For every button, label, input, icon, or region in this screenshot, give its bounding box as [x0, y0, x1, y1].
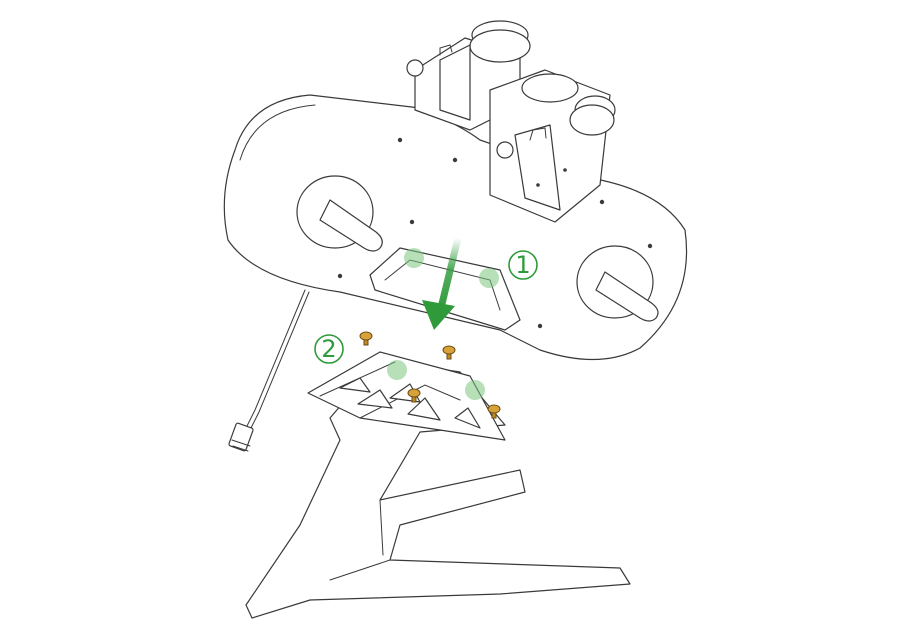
down-arrow-icon [422, 234, 462, 330]
stand-base [245, 351, 631, 619]
marker-bottom-left [387, 360, 407, 380]
cable [228, 289, 310, 452]
screw-icon [359, 331, 373, 346]
screw-icon [442, 345, 456, 360]
screw-icon [407, 388, 421, 403]
screws [359, 331, 501, 419]
step-1-label: 1 [508, 250, 538, 280]
screw-icon [487, 404, 501, 419]
step-2-label: 2 [314, 334, 344, 364]
controller-body [223, 94, 688, 361]
motor-unit-right [489, 69, 616, 223]
marker-top-right [479, 268, 499, 288]
highlight-markers [387, 248, 499, 400]
marker-top-left [404, 248, 424, 268]
svg-text:2: 2 [321, 335, 336, 363]
motor-unit-left [406, 20, 531, 131]
svg-text:1: 1 [515, 251, 530, 279]
marker-bottom-right [465, 380, 485, 400]
